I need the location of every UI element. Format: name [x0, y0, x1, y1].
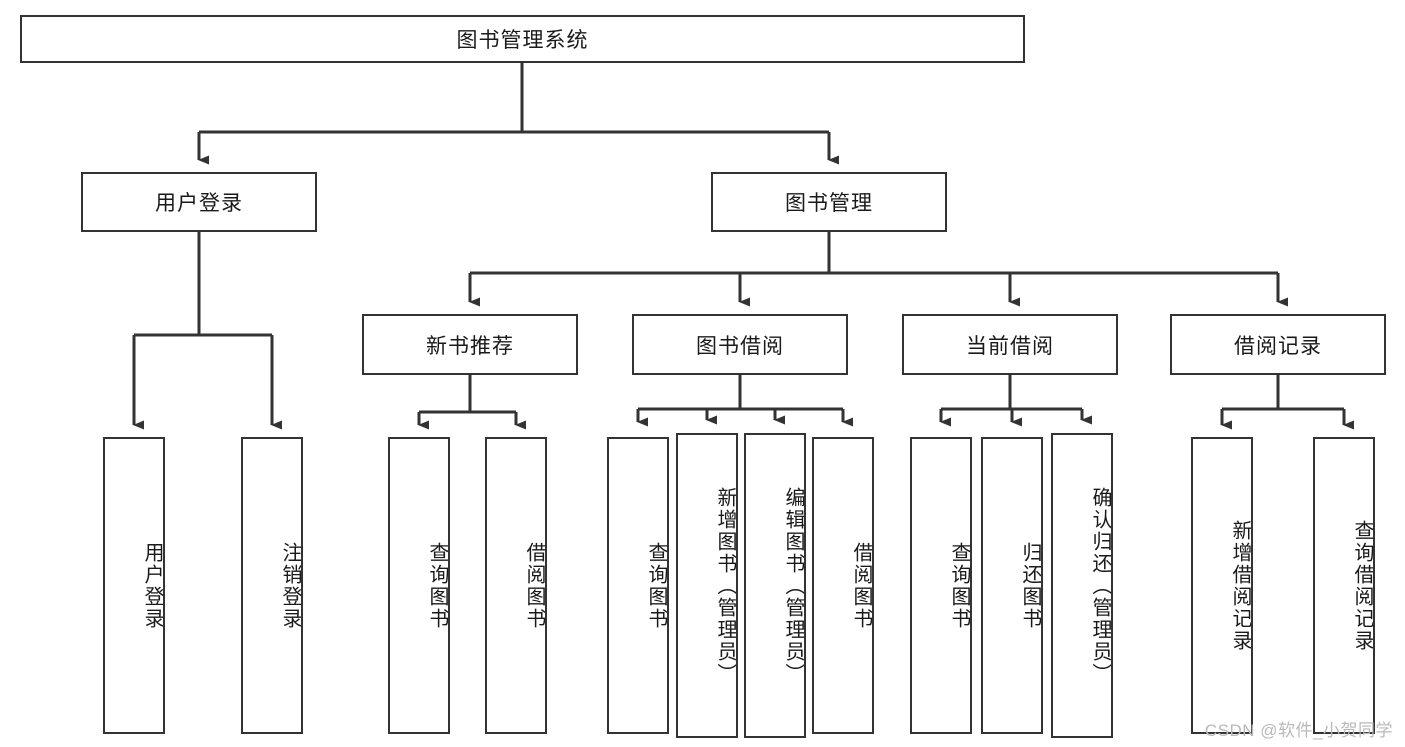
node-user-login[interactable]: 用户登录 — [81, 172, 317, 232]
leaf-query-book-borrow[interactable]: 查询图书 — [607, 437, 669, 734]
leaf-label: 用户登录 — [141, 541, 163, 630]
root-to-level2-wires — [197, 63, 839, 165]
leaf-label: 归还图书 — [1019, 541, 1041, 630]
book-mgmt-to-level3-wires — [468, 232, 1288, 307]
leaf-confirm-return-admin[interactable]: 确认归还（管理员） — [1051, 433, 1113, 738]
node-new-book-recommend[interactable]: 新书推荐 — [362, 314, 578, 375]
leaf-logout[interactable]: 注销登录 — [241, 437, 303, 734]
node-book-management[interactable]: 图书管理 — [711, 172, 947, 232]
borrow-record-to-leaves-wires — [1220, 375, 1354, 430]
node-root-system[interactable]: 图书管理系统 — [20, 15, 1025, 63]
leaf-label: 查询借阅记录 — [1351, 519, 1373, 652]
leaf-add-borrow-record[interactable]: 新增借阅记录 — [1191, 437, 1253, 734]
leaf-label: 查询图书 — [426, 541, 448, 630]
watermark-text: CSDN @软件_小贺同学 — [1204, 721, 1393, 740]
user-login-to-leaves-wires — [132, 232, 282, 430]
leaf-label: 注销登录 — [279, 541, 301, 630]
leaf-query-book-current[interactable]: 查询图书 — [910, 437, 972, 734]
book-borrow-to-leaves-wires — [636, 375, 853, 427]
leaf-user-login[interactable]: 用户登录 — [103, 437, 165, 734]
leaf-label: 新增借阅记录 — [1229, 519, 1251, 652]
leaf-label: 借阅图书 — [850, 541, 872, 630]
leaf-add-book-admin[interactable]: 新增图书（管理员） — [676, 433, 738, 738]
leaf-edit-book-admin[interactable]: 编辑图书（管理员） — [744, 433, 806, 738]
leaf-label: 查询图书 — [948, 541, 970, 630]
leaf-label: 查询图书 — [645, 541, 667, 630]
new-book-to-leaves-wires — [417, 375, 526, 430]
node-book-borrow[interactable]: 图书借阅 — [632, 314, 848, 375]
node-borrow-record[interactable]: 借阅记录 — [1170, 314, 1386, 375]
node-current-borrow[interactable]: 当前借阅 — [902, 314, 1118, 375]
leaf-label: 新增图书（管理员） — [714, 486, 736, 685]
leaf-label: 编辑图书（管理员） — [782, 486, 804, 685]
leaf-query-borrow-record[interactable]: 查询借阅记录 — [1313, 437, 1375, 734]
leaf-label: 确认归还（管理员） — [1089, 486, 1111, 685]
leaf-label: 借阅图书 — [523, 541, 545, 630]
leaf-return-book[interactable]: 归还图书 — [981, 437, 1043, 734]
leaf-borrow-book[interactable]: 借阅图书 — [812, 437, 874, 734]
leaf-query-book-recommend[interactable]: 查询图书 — [388, 437, 450, 734]
current-borrow-to-leaves-wires — [939, 375, 1092, 427]
leaf-borrow-book-recommend[interactable]: 借阅图书 — [485, 437, 547, 734]
